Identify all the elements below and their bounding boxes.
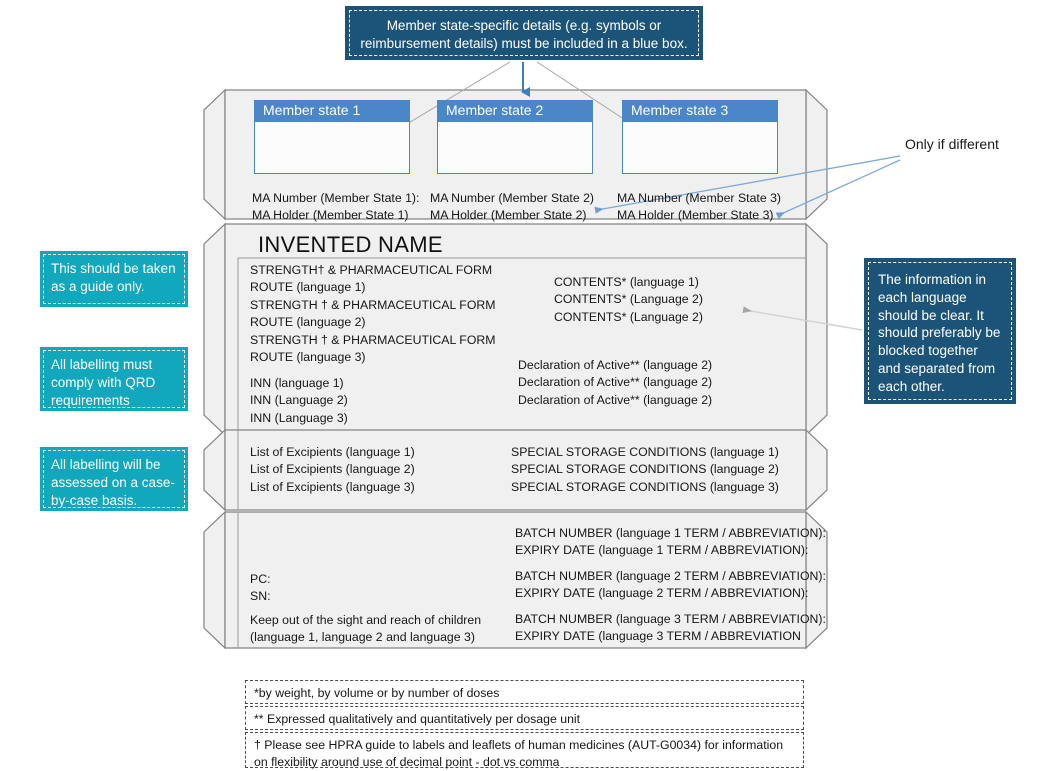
member-state-box-3[interactable]: Member state 3 <box>622 100 778 174</box>
batch-expiry-block-1: BATCH NUMBER (language 1 TERM / ABBREVIA… <box>515 526 826 558</box>
carton-panel-excipients <box>203 428 828 512</box>
callout-case-by-case: All labelling will be assessed on a case… <box>40 447 188 511</box>
footnote-hpra-guide: † Please see HPRA guide to labels and le… <box>245 732 804 769</box>
ma-details-2: MA Number (Member State 2) MA Holder (Mem… <box>430 190 594 225</box>
member-state-header-3: Member state 3 <box>623 101 777 122</box>
connector-only-if-different <box>594 155 901 220</box>
connector-right-callout <box>742 306 863 331</box>
ma-details-3: MA Number (Member State 3) MA Holder (Mem… <box>617 190 781 225</box>
callout-qrd-requirements-text: All labelling must comply with QRD requi… <box>43 350 185 408</box>
label-only-if-different: Only if different <box>905 136 999 152</box>
callout-information-clarity-text: The information in each language should … <box>868 262 1012 400</box>
invented-name-heading: INVENTED NAME <box>258 232 443 257</box>
footnote-by-weight: *by weight, by volume or by number of do… <box>245 680 804 704</box>
special-storage-conditions-block: SPECIAL STORAGE CONDITIONS (language 1) … <box>511 445 779 494</box>
contents-block: CONTENTS* (language 1) CONTENTS* (Langua… <box>554 275 703 324</box>
callout-member-state-details-text: Member state-specific details (e.g. symb… <box>349 10 699 56</box>
pc-sn-block: PC: SN: <box>250 572 271 604</box>
callout-guide-only-text: This should be taken as a guide only. <box>43 254 185 304</box>
callout-guide-only: This should be taken as a guide only. <box>40 251 188 307</box>
declaration-of-active-block: Declaration of Active** (language 2) Dec… <box>518 358 713 407</box>
member-state-box-1[interactable]: Member state 1 <box>254 100 410 174</box>
inn-block: INN (language 1) INN (Language 2) INN (L… <box>250 376 348 425</box>
ma-holder-2: MA Holder (Member State 2) <box>430 208 587 223</box>
callout-information-clarity: The information in each language should … <box>864 258 1016 404</box>
strength-form-route-block: STRENGTH† & PHARMACEUTICAL FORM ROUTE (l… <box>250 263 496 365</box>
ma-number-3: MA Number (Member State 3) <box>617 191 782 205</box>
ma-details-1: MA Number (Member State 1): MA Holder (Me… <box>252 190 419 225</box>
member-state-box-2[interactable]: Member state 2 <box>437 100 593 174</box>
batch-expiry-block-2: BATCH NUMBER (language 2 TERM / ABBREVIA… <box>515 569 826 601</box>
ma-number-1: MA Number (Member State 1): <box>252 191 420 205</box>
ma-number-2: MA Number (Member State 2) <box>430 191 595 205</box>
carton-panel-main <box>203 222 828 437</box>
callout-case-by-case-text: All labelling will be assessed on a case… <box>43 450 185 508</box>
ma-holder-3: MA Holder (Member State 3) <box>617 208 774 223</box>
footnote-expressed-qualitatively: ** Expressed qualitatively and quantitat… <box>245 706 804 730</box>
carton-panel-bottom <box>203 510 828 650</box>
callout-member-state-details: Member state-specific details (e.g. symb… <box>345 6 703 60</box>
keep-out-of-reach-block: Keep out of the sight and reach of child… <box>250 613 482 645</box>
batch-expiry-block-3: BATCH NUMBER (language 3 TERM / ABBREVIA… <box>515 612 826 644</box>
callout-qrd-requirements: All labelling must comply with QRD requi… <box>40 347 188 411</box>
list-of-excipients-block: List of Excipients (language 1) List of … <box>250 445 415 494</box>
ma-holder-1: MA Holder (Member State 1) <box>252 208 409 223</box>
member-state-header-1: Member state 1 <box>255 101 409 122</box>
member-state-header-2: Member state 2 <box>438 101 592 122</box>
